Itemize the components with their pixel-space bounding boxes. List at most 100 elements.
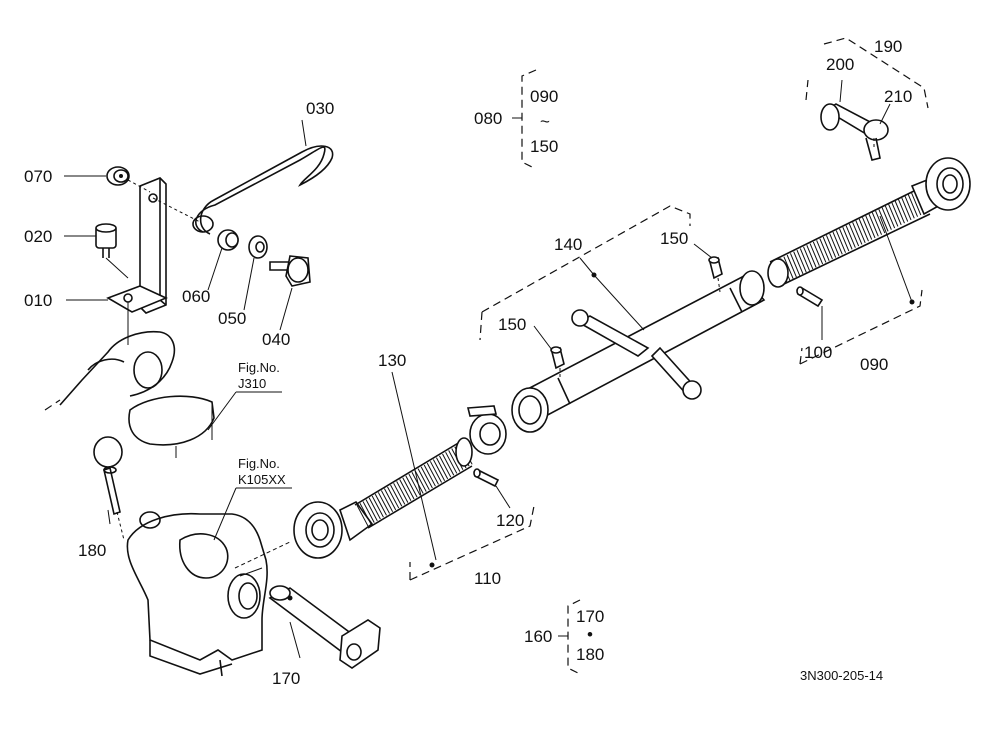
thread-ridge <box>408 473 421 496</box>
label-060: 060 <box>182 287 210 306</box>
label-bullet: • <box>587 625 593 644</box>
thread-ridge <box>881 207 892 230</box>
thread-ridge <box>432 459 446 481</box>
thread-ridge <box>806 244 817 268</box>
thread-ridge <box>835 230 847 253</box>
thread-ridge <box>793 251 804 275</box>
thread-ridge <box>884 205 896 229</box>
fig-ref-j310-line1: Fig.No. <box>238 360 280 375</box>
leader-lines <box>64 79 913 659</box>
label-130: 130 <box>378 351 406 370</box>
thread-ridge <box>822 236 833 260</box>
thread-ridge <box>396 481 409 503</box>
label-tilde: ~ <box>540 112 550 131</box>
dot-110 <box>429 562 435 568</box>
label-160: 160 <box>524 627 552 646</box>
label-210: 210 <box>884 87 912 106</box>
thread-ridge <box>423 464 436 487</box>
label-120: 120 <box>496 511 524 530</box>
thread-ridge <box>825 235 837 258</box>
thread-ridge <box>897 199 909 222</box>
thread-ridge <box>429 461 442 483</box>
clip-210-part <box>863 119 889 161</box>
bolt-040-part <box>269 255 311 287</box>
thread-ridge <box>362 501 375 523</box>
thread-ridge <box>894 200 905 224</box>
pin-small-part <box>466 405 498 417</box>
thread-ridge <box>803 246 814 270</box>
pin-120-part <box>473 468 500 488</box>
rod-end-090-part <box>767 157 971 288</box>
thread-ridge <box>868 213 879 237</box>
label-050: 050 <box>218 309 246 328</box>
thread-ridge <box>901 197 912 221</box>
thread-ridge <box>829 233 840 257</box>
thread-ridge <box>855 220 866 244</box>
label-020: 020 <box>24 227 52 246</box>
thread-ridge <box>377 492 390 514</box>
thread-ridge <box>380 490 394 512</box>
bracket-assembly <box>95 145 334 345</box>
rod-end-130-part <box>293 437 473 559</box>
hitch-upper-outline <box>44 330 215 458</box>
thread-ridge <box>420 466 433 489</box>
thread-ridge <box>796 249 807 273</box>
thread-ridge <box>845 225 856 248</box>
thread-ridge <box>786 254 797 278</box>
thread-ridge <box>393 482 406 505</box>
thread-ridge <box>405 475 418 498</box>
thread-ridge <box>359 503 372 525</box>
part-labels: 070 020 010 030 060 050 040 080 090 ~ 15… <box>24 37 912 688</box>
figure-references: Fig.No. J310 Fig.No. K105XX <box>238 360 286 487</box>
thread-ridge <box>356 504 369 527</box>
bolt-020-part <box>95 223 129 279</box>
thread-ridge <box>435 457 449 480</box>
drawing-code: 3N300-205-14 <box>800 668 883 683</box>
thread-ridge <box>368 497 381 520</box>
thread-ridge <box>848 223 860 247</box>
label-190: 190 <box>874 37 902 56</box>
label-110: 110 <box>474 569 501 588</box>
washer-050-part <box>248 235 268 259</box>
thread-ridge <box>365 499 378 522</box>
label-170: 170 <box>272 669 300 688</box>
label-180: 180 <box>78 541 106 560</box>
group-080-bracket <box>521 69 537 169</box>
thread-ridge <box>426 462 439 485</box>
thread-ridge <box>852 222 863 245</box>
thread-ridge <box>865 215 876 239</box>
nut-ring-part <box>469 413 507 455</box>
group-140-boundary <box>479 205 691 341</box>
pin-200-part <box>820 103 876 136</box>
label-070: 070 <box>24 167 52 186</box>
nut-070-part <box>106 166 130 186</box>
thread-ridge <box>390 484 403 507</box>
thread-ridge <box>907 194 919 217</box>
label-170-group: 170 <box>576 607 604 626</box>
label-090: 090 <box>860 355 888 374</box>
thread-ridge <box>812 241 824 265</box>
fig-ref-k105-line1: Fig.No. <box>238 456 280 471</box>
thread-ridge <box>442 453 455 476</box>
pin-170-part <box>268 585 381 669</box>
thread-ridge <box>399 479 412 502</box>
label-030: 030 <box>306 99 334 118</box>
thread-ridge <box>417 468 430 491</box>
label-180-group: 180 <box>576 645 604 664</box>
thread-ridge <box>904 195 915 219</box>
thread-ridge <box>819 238 830 262</box>
thread-ridge <box>402 477 415 500</box>
thread-ridge <box>383 488 397 511</box>
label-150-b: 150 <box>498 315 526 334</box>
thread-ridge <box>448 450 461 472</box>
label-080: 080 <box>474 109 502 128</box>
thread-ridge <box>445 451 458 474</box>
thread-ridge <box>878 208 889 232</box>
ring-pin-180-part <box>93 436 125 541</box>
group-090-boundary <box>799 289 923 365</box>
thread-ridge <box>871 212 883 235</box>
fig-ref-k105-line2: K105XX <box>238 472 286 487</box>
wire-030-part <box>192 145 334 235</box>
thread-ridge <box>783 256 794 280</box>
